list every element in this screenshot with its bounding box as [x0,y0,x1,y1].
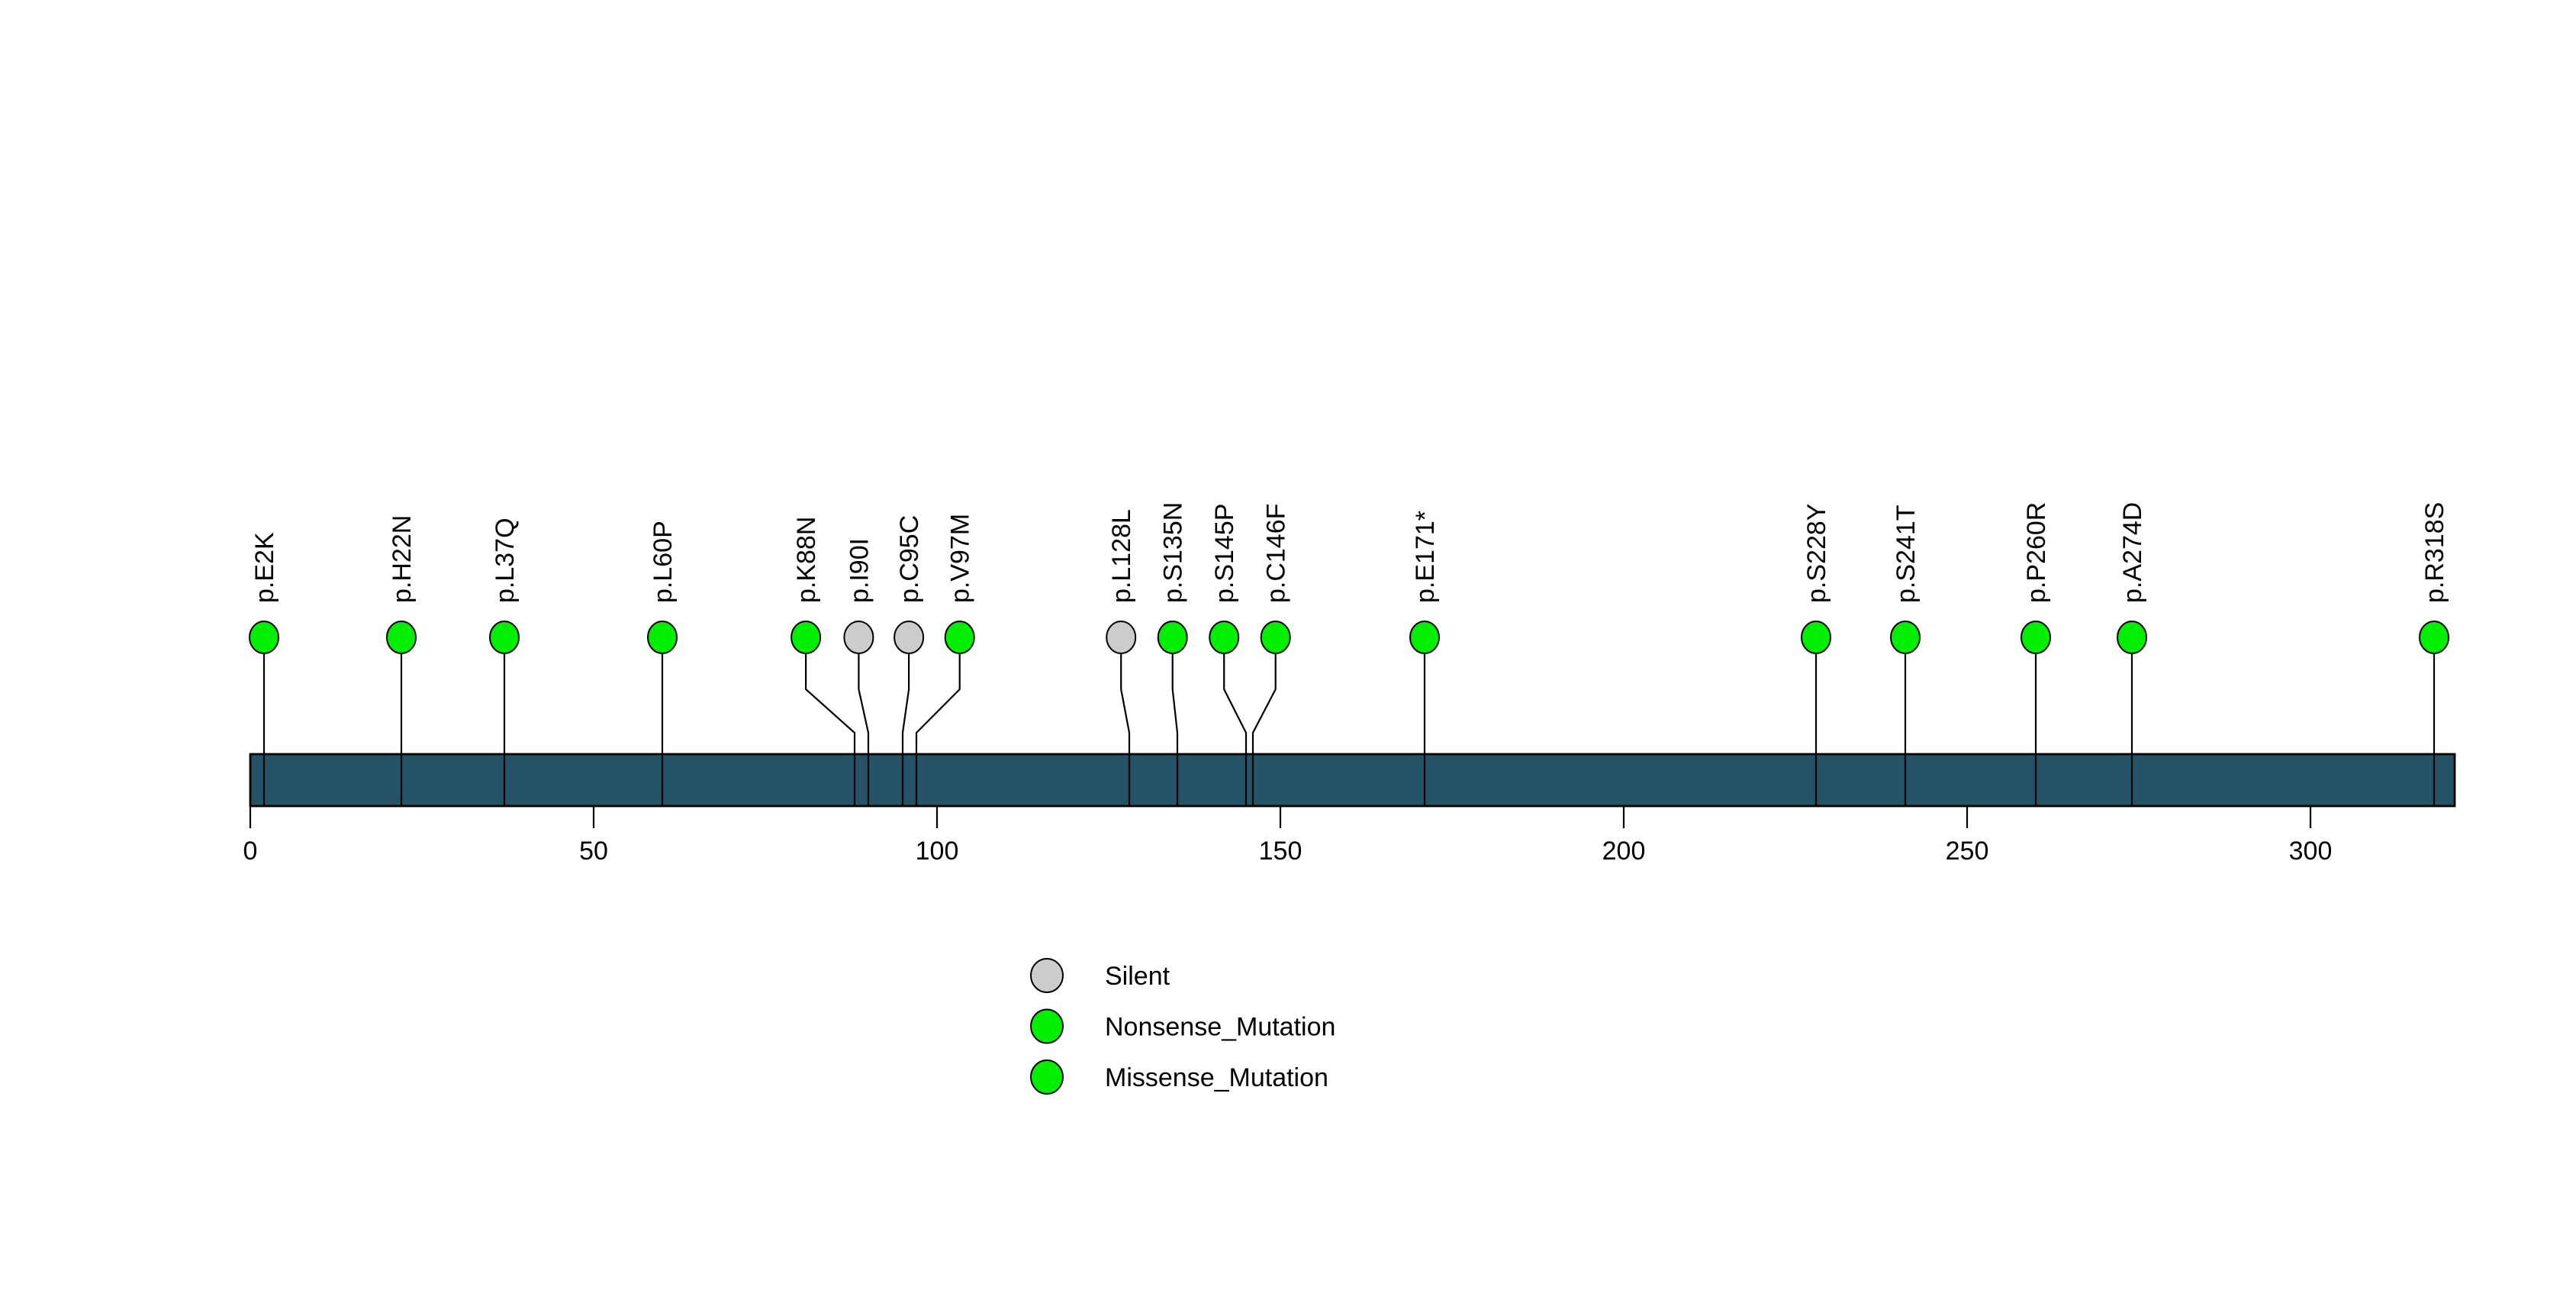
axis-tick-label: 100 [916,837,959,866]
mutation-circle-missense_mutation [1890,621,1921,654]
mutation-label: p.L37Q [491,518,520,603]
mutation-label: p.C146F [1262,504,1291,603]
legend-swatch-missense_mutation [1030,1059,1064,1095]
legend-label: Missense_Mutation [1105,1063,1328,1092]
protein-bar [249,753,2456,808]
mutation-circle-missense_mutation [1260,621,1291,654]
mutation-label: p.S145P [1210,504,1239,603]
axis-tick-label: 0 [243,837,258,866]
mutation-stem [858,653,870,806]
mutation-label: p.S228Y [1802,504,1831,603]
mutation-circle-silent [1106,621,1137,654]
mutation-circle-missense_mutation [2117,621,2147,654]
mutation-label: p.E171* [1411,511,1440,603]
mutation-circle-missense_mutation [489,621,520,654]
mutation-label: p.S135N [1159,502,1188,603]
mutation-label: p.L128L [1107,509,1136,603]
mutation-label: p.V97M [946,514,975,603]
mutation-circle-missense_mutation [2021,621,2051,654]
mutation-label: p.P260R [2022,502,2051,603]
mutation-circle-missense_mutation [2419,621,2449,654]
mutation-circle-missense_mutation [647,621,678,654]
axis-tick-label: 250 [1946,837,1989,866]
mutation-label: p.R318S [2420,502,2449,603]
legend-swatch-silent [1030,958,1064,993]
mutation-label: p.C95C [895,515,924,603]
axis-tick-label: 300 [2289,837,2333,866]
mutation-circle-missense_mutation [386,621,417,654]
mutation-stem [1223,653,1248,806]
mutation-stem [915,653,961,806]
mutation-label: p.L60P [649,521,678,603]
mutation-circle-missense_mutation [1801,621,1831,654]
mutation-circle-silent [894,621,925,654]
mutation-label: p.I90I [845,538,874,603]
mutation-stem [1251,653,1277,806]
mutation-stem [1171,653,1179,806]
mutation-stem [901,653,910,806]
mutation-circle-missense_mutation [1157,621,1188,654]
mutation-label: p.K88N [792,517,821,603]
legend-label: Silent [1105,962,1170,991]
mutation-label: p.S241T [1892,505,1921,603]
mutation-circle-missense_mutation [791,621,822,654]
mutation-circle-nonsense_mutation [1409,621,1440,654]
mutation-circle-missense_mutation [249,621,279,654]
axis-tick-label: 200 [1602,837,1646,866]
mutation-circle-missense_mutation [1209,621,1240,654]
axis-tick-label: 150 [1259,837,1302,866]
mutation-stem [1120,653,1131,806]
axis-tick-label: 50 [579,837,608,866]
mutation-label: p.E2K [250,532,279,603]
legend-swatch-nonsense_mutation [1030,1008,1064,1044]
mutation-stem [804,653,856,806]
mutation-circle-silent [843,621,874,654]
mutation-label: p.H22N [388,515,417,603]
legend-label: Nonsense_Mutation [1105,1013,1335,1042]
mutation-circle-missense_mutation [944,621,975,654]
mutation-label: p.A274D [2118,502,2147,603]
